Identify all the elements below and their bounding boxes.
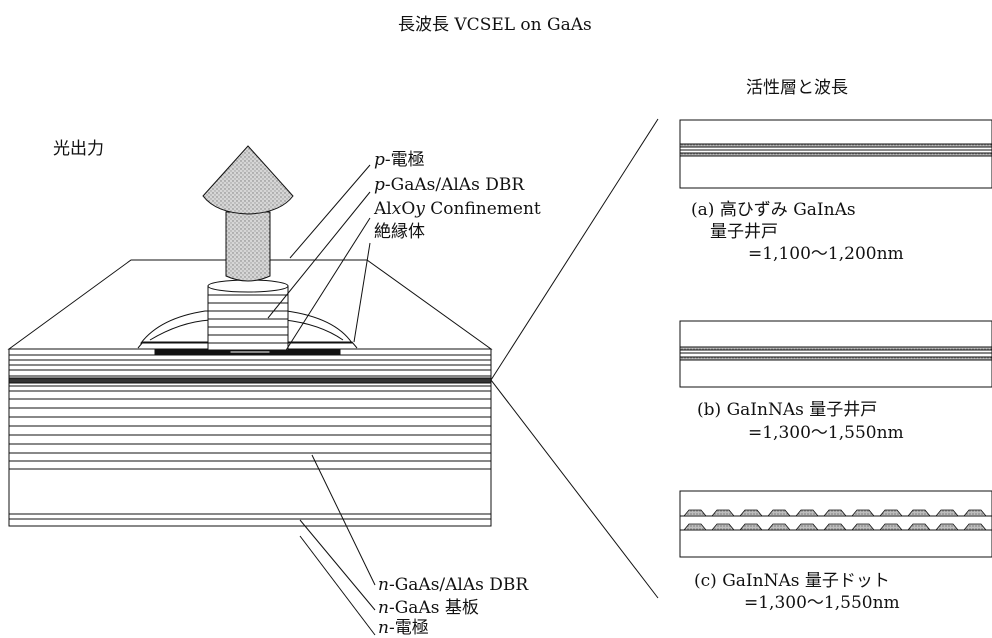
panel-b-wavelength: =1,300～1,550nm (748, 423, 904, 443)
active-layer-heading: 活性層と波長 (746, 78, 848, 98)
panel-a-caption: (a) 高ひずみ GaInAs (691, 200, 856, 220)
active-layer-band (9, 378, 491, 383)
n-dbr-label: n-GaAs/AlAs DBR (378, 575, 528, 595)
insulator-label: 絶縁体 (374, 222, 425, 242)
panel-a-image (680, 120, 992, 188)
quantum-dot-row-1 (684, 510, 986, 516)
diagram-title: 長波長 VCSEL on GaAs (398, 15, 592, 35)
quantum-dot-row-2 (684, 524, 986, 530)
confinement-label: AlxOy Confinement (374, 199, 541, 219)
p-electrode-label: p-電極 (374, 150, 425, 170)
panel-b-caption: (b) GaInNAs 量子井戸 (697, 400, 877, 420)
panel-b-image (680, 321, 992, 387)
p-dbr-label: p-GaAs/AlAs DBR (374, 175, 524, 195)
panel-a-wavelength: =1,100～1,200nm (748, 244, 904, 264)
device-body (9, 260, 491, 526)
p-dbr-pillar (208, 286, 288, 350)
panel-c-image (680, 491, 992, 557)
n-electrode-label: n-電極 (378, 618, 429, 638)
n-substrate-label: n-GaAs 基板 (378, 598, 479, 618)
panel-c-caption: (c) GaInNAs 量子ドット (694, 571, 890, 591)
light-output-label: 光出力 (53, 139, 104, 159)
panel-a-caption-line2: 量子井戸 (710, 222, 778, 242)
panel-c-wavelength: =1,300～1,550nm (744, 593, 900, 613)
